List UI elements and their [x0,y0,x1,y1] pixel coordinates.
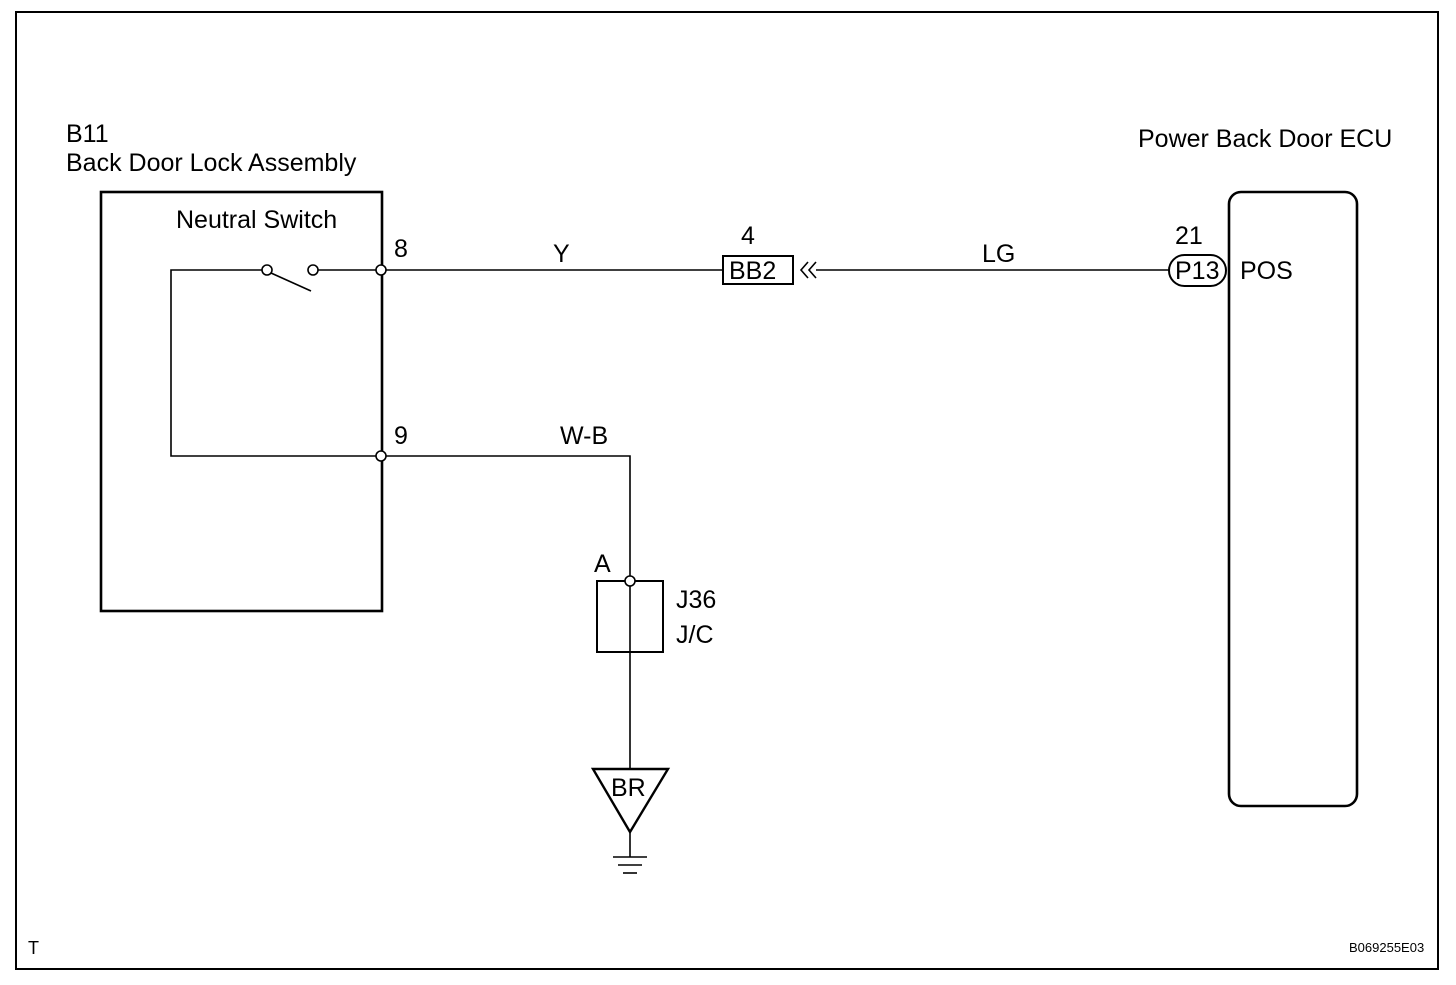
figure-code: B069255E03 [1349,940,1424,955]
switch-contact-left [261,264,273,276]
j36-type: J/C [676,621,714,649]
pin-8-node [375,264,387,276]
switch-blade [270,272,312,292]
p13-connector [1168,254,1227,287]
p13-label: P13 [1175,257,1219,285]
bb2-label: BB2 [729,257,776,285]
junction-point-label: A [594,550,611,578]
pin-8-label: 8 [394,235,408,263]
wire-wb-label: W-B [560,422,608,450]
ground-point-label: BR [611,774,646,802]
j36-code: J36 [676,586,716,614]
wire-lg-label: LG [982,240,1015,268]
wire-y-label: Y [553,240,570,268]
bb2-pin-label: 4 [741,222,755,250]
ecu-pin-label: 21 [1175,222,1203,250]
bb2-chevron-icon [799,261,817,279]
junction-a-node [624,575,636,587]
b11-code: B11 [66,120,109,148]
corner-mark: T [28,938,39,958]
neutral-switch-label: Neutral Switch [176,206,337,234]
pin-9-label: 9 [394,422,408,450]
ground-icon [613,856,647,874]
ecu-name: Power Back Door ECU [1138,125,1392,153]
diagram-frame [15,11,1439,970]
pin-9-node [375,450,387,462]
ecu-component-box [1227,190,1359,808]
b11-name: Back Door Lock Assembly [66,149,357,177]
switch-contact-right [307,264,319,276]
bb2-connector [722,255,794,285]
b11-component-box [99,190,384,613]
wire-wb [381,455,631,581]
ecu-terminal-label: POS [1240,257,1293,285]
ground-point-triangle [590,767,671,835]
switch-internal-wire [170,269,381,457]
